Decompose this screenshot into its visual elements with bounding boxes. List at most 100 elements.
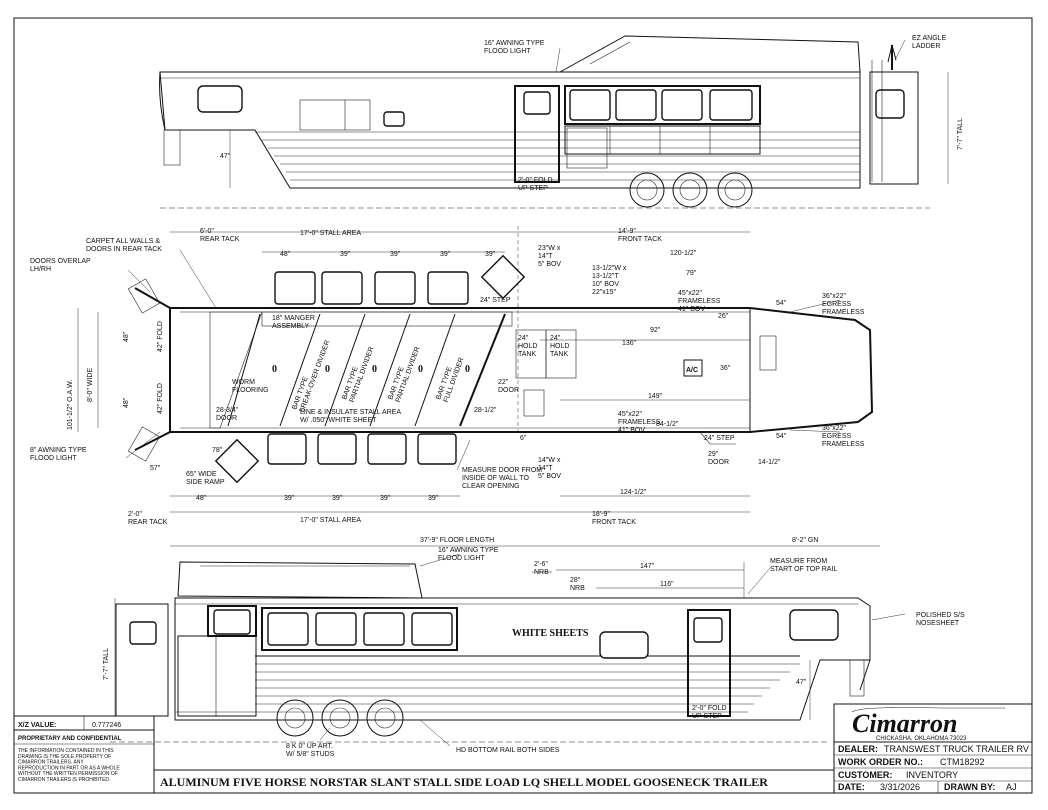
- plan-stall-dim-b2: 39": [284, 495, 295, 502]
- plan-stall-dim-3: 39": [390, 251, 401, 258]
- plan-dim-57: 57": [150, 465, 161, 472]
- plan-gn: 8'-2" GN: [792, 537, 818, 544]
- plan-stall-1: 0: [272, 364, 277, 375]
- plan-oaw: 101-1/2" O.A.W.: [67, 380, 74, 430]
- side-height: 7'-7" TALL: [103, 648, 110, 680]
- plan-dim-28-half: 28-1/2": [474, 407, 497, 414]
- title-block: Cimarron CHICKASHA, OKLAHOMA 73023 DEALE…: [833, 703, 1033, 794]
- xz-label: X/Z VALUE:: [18, 722, 56, 729]
- drawn-by-value: AJ: [1006, 782, 1017, 792]
- plan-step-24: 24" STEP: [480, 297, 511, 304]
- plan-door-28: 28-3/4"DOOR: [216, 407, 239, 422]
- top-view-wheels: [629, 172, 753, 208]
- dealer-value: TRANSWEST TRUCK TRAILER RV: [884, 744, 1029, 754]
- plan-dim-120: 120-1/2": [670, 250, 697, 257]
- side-dim-147: 147": [640, 563, 655, 570]
- plan-wide: 8'-0" WIDE: [87, 368, 94, 402]
- plan-floor-length: 37'-9" FLOOR LENGTH: [420, 537, 494, 544]
- brand-location: CHICKASHA, OKLAHOMA 73023: [876, 736, 967, 742]
- plan-divider-3: BAR TYPEPARTIAL DIVIDER: [387, 343, 421, 403]
- plan-stall-area-top: 17'-0" STALL AREA: [300, 230, 361, 237]
- slant-dividers: [227, 313, 506, 427]
- side-dim-47: 47": [796, 679, 807, 686]
- lq-door: [514, 85, 560, 183]
- plan-stall-dim-5: 39": [485, 251, 496, 258]
- plan-stall-dim-1: 48": [280, 251, 291, 258]
- plan-dim-54-top: 54": [776, 300, 787, 307]
- customer-label: CUSTOMER:: [838, 770, 892, 780]
- plan-stall-dim-2: 39": [340, 251, 351, 258]
- manger-assembly: [261, 311, 513, 327]
- xz-value: 0.777246: [92, 722, 121, 729]
- plan-windows-top: [274, 271, 469, 305]
- work-order-value: CTM18292: [940, 757, 985, 767]
- plan-dim-78: 78": [212, 447, 223, 454]
- plan-dim-54-bot: 54": [776, 433, 787, 440]
- side-horse-windows: [267, 612, 453, 646]
- plan-dim-48-b: 48": [123, 397, 130, 408]
- nose-window: [197, 85, 243, 113]
- plan-stall-dim-b3: 39": [332, 495, 343, 502]
- plan-stall-dim-b1: 48": [196, 495, 207, 502]
- plan-dim-36-ac: 36": [720, 365, 731, 372]
- drawn-by-label: DRAWN BY:: [944, 782, 995, 792]
- proprietary-label: PROPRIETARY AND CONFIDENTIAL: [18, 736, 122, 742]
- side-nrb-26: 2'-6"NRB: [534, 561, 549, 576]
- plan-dim-84: 84-1/2": [656, 421, 679, 428]
- plan-ac-label: A/C: [686, 367, 698, 374]
- plan-front-tack-bot: 18'-9"FRONT TACK: [592, 511, 636, 526]
- work-order-label: WORK ORDER NO.:: [838, 757, 923, 767]
- plan-stall-dim-4: 39": [440, 251, 451, 258]
- plan-stall-area-bot: 17'-0" STALL AREA: [300, 517, 361, 524]
- top-height-label: 7'-7" TALL: [957, 118, 964, 150]
- plan-divider-2: BAR TYPEPARTIAL DIVIDER: [341, 343, 375, 403]
- plan-dim-136: 136": [622, 340, 637, 347]
- plan-door-29: 29"DOOR: [708, 451, 729, 466]
- plan-dim-26: 26": [718, 313, 729, 320]
- plan-dim-48-a: 48": [123, 331, 130, 342]
- plan-carpet-label: CARPET ALL WALLS &DOORS IN REAR TACK: [86, 238, 162, 253]
- plan-stall-3: 0: [372, 364, 377, 375]
- dealer-label: DEALER:: [838, 744, 878, 754]
- plan-step-24-bot: 24" STEP: [704, 435, 735, 442]
- side-bottom-rail: HD BOTTOM RAIL BOTH SIDES: [456, 747, 560, 754]
- side-nrb-28: 28"NRB: [570, 577, 585, 592]
- customer-value: INVENTORY: [906, 770, 958, 780]
- plan-dim-14: 14-1/2": [758, 459, 781, 466]
- side-axles: 8 K 0" UP ART.W/ 5/8" STUDS: [286, 743, 335, 758]
- plan-dim-6: 6": [520, 435, 527, 442]
- drawing-title: ALUMINUM FIVE HORSE NORSTAR SLANT STALL …: [160, 775, 768, 789]
- plan-divider-1: BAR TYPEBREAK-OVER DIVIDER: [291, 337, 331, 414]
- plan-rear-tack-bot: 2'-0"REAR TACK: [128, 511, 168, 526]
- plan-dim-22-door: 22"DOOR: [498, 379, 519, 394]
- top-horse-windows: [569, 89, 753, 121]
- plan-stall-2: 0: [325, 364, 330, 375]
- footer-left: X/Z VALUE: 0.777246 PROPRIETARY AND CONF…: [13, 715, 155, 794]
- side-white-sheets: WHITE SHEETS: [512, 628, 589, 639]
- plan-stall-dim-b4: 39": [380, 495, 391, 502]
- plan-front-tack-top: 14'-9"FRONT TACK: [618, 228, 662, 243]
- plan-dim-92: 92": [650, 327, 661, 334]
